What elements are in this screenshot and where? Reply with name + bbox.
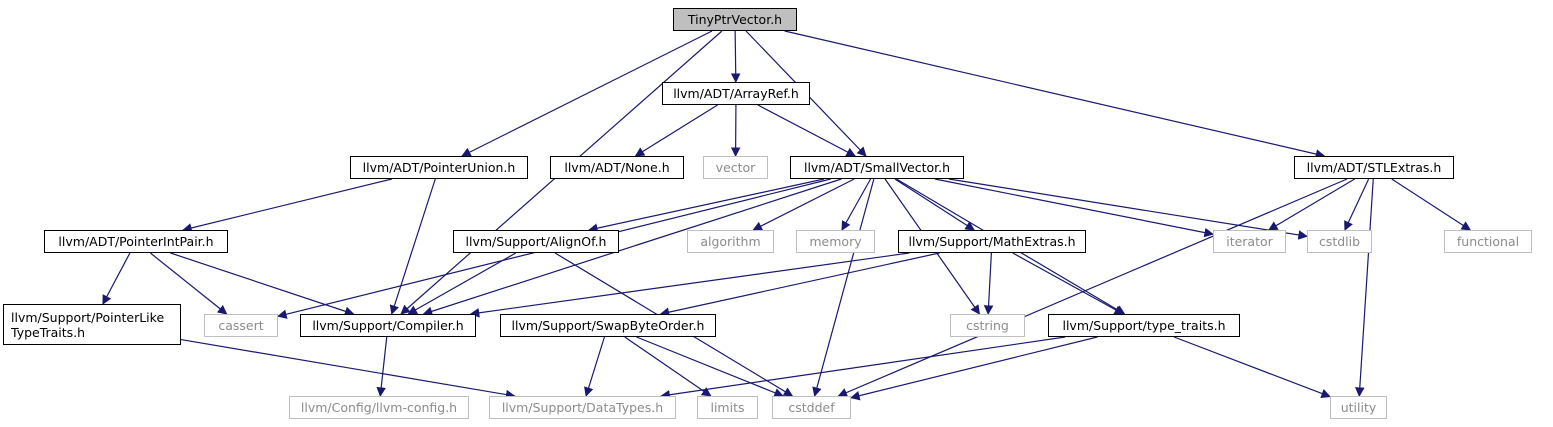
node-algorithm: algorithm <box>687 230 774 253</box>
node-utility: utility <box>1330 396 1387 419</box>
edge-smallvector-to-cstdlib <box>948 178 1308 240</box>
node-swapbyteorder[interactable]: llvm/Support/SwapByteOrder.h <box>500 314 716 337</box>
node-limits: limits <box>697 396 758 419</box>
edge-pointerintpair-to-cassert <box>150 252 228 315</box>
edge-pointerunion-to-pointerintpair <box>182 178 393 233</box>
node-memory: memory <box>796 230 875 253</box>
edge-mathextras-to-type_traits <box>1012 252 1125 315</box>
node-arrayref[interactable]: llvm/ADT/ArrayRef.h <box>662 82 810 105</box>
node-compiler[interactable]: llvm/Support/Compiler.h <box>300 314 476 337</box>
edge-compiler-to-llvmconfig <box>376 336 388 397</box>
edge-smallvector-to-algorithm <box>752 178 855 231</box>
edge-arrayref-to-smallvector <box>757 104 856 157</box>
node-pointerliketypetraits[interactable]: llvm/Support/PointerLike TypeTraits.h <box>3 304 181 345</box>
edge-pointerintpair-to-pointerliketypetraits <box>102 252 131 305</box>
node-cassert: cassert <box>204 314 278 337</box>
edge-mathextras-to-compiler <box>469 252 910 318</box>
edge-arrayref-to-none <box>634 104 718 157</box>
edge-stlextras-to-iterator <box>1268 178 1355 231</box>
edge-mathextras-to-cstring <box>983 252 994 315</box>
edge-smallvector-to-compiler <box>422 178 842 316</box>
edge-smallvector-to-alignof <box>588 178 825 233</box>
node-none[interactable]: llvm/ADT/None.h <box>550 156 684 179</box>
edge-type_traits-to-cstddef <box>850 336 1098 401</box>
edge-swapbyteorder-to-cstddef <box>636 336 784 398</box>
edge-stlextras-to-utility <box>1355 178 1374 397</box>
edge-tinyptrvector-to-stlextras <box>784 30 1326 159</box>
edge-mathextras-to-swapbyteorder <box>659 252 940 317</box>
edge-pointerunion-to-compiler <box>389 178 436 315</box>
node-iterator: iterator <box>1213 230 1286 253</box>
node-llvm-config: llvm/Config/llvm-config.h <box>289 396 469 419</box>
node-cstdlib: cstdlib <box>1307 230 1372 253</box>
edge-alignof-to-compiler <box>407 252 517 315</box>
node-functional: functional <box>1444 230 1532 253</box>
edge-smallvector-to-iterator <box>934 178 1214 238</box>
edge-type_traits-to-datatypes <box>660 336 1066 400</box>
node-datatypes: llvm/Support/DataTypes.h <box>489 396 676 419</box>
edge-stlextras-to-cstdlib <box>1344 178 1370 231</box>
node-vector: vector <box>703 156 768 179</box>
edge-pointerliketypetraits-to-datatypes <box>180 338 516 400</box>
node-alignof[interactable]: llvm/Support/AlignOf.h <box>453 230 619 253</box>
node-pointerintpair[interactable]: llvm/ADT/PointerIntPair.h <box>44 230 228 253</box>
edge-smallvector-to-mathextras <box>894 178 975 231</box>
edge-smallvector-to-cstddef <box>812 178 875 397</box>
node-pointerunion[interactable]: llvm/ADT/PointerUnion.h <box>350 156 528 179</box>
node-pointerliketypetraits-line2: TypeTraits.h <box>11 324 86 340</box>
edge-stlextras-to-functional <box>1391 178 1472 231</box>
node-mathextras[interactable]: llvm/Support/MathExtras.h <box>898 230 1086 253</box>
edge-swapbyteorder-to-limits <box>624 336 712 397</box>
edge-pointerintpair-to-compiler <box>170 252 355 316</box>
edge-stlextras-to-cstddef <box>837 178 1348 398</box>
node-type-traits[interactable]: llvm/Support/type_traits.h <box>1048 314 1240 337</box>
node-stlextras[interactable]: llvm/ADT/STLExtras.h <box>1294 156 1454 179</box>
node-cstddef: cstddef <box>772 396 851 419</box>
edge-smallvector-to-memory <box>841 178 872 231</box>
edge-type_traits-to-utility <box>1173 336 1331 399</box>
edge-tinyptrvector-to-pointerunion <box>461 30 713 157</box>
node-tinyptrvector: TinyPtrVector.h <box>673 8 797 31</box>
node-smallvector[interactable]: llvm/ADT/SmallVector.h <box>790 156 964 179</box>
edge-tinyptrvector-to-arrayref <box>730 30 741 83</box>
node-pointerliketypetraits-line1: llvm/Support/PointerLike <box>11 309 165 325</box>
edge-swapbyteorder-to-datatypes <box>584 336 605 397</box>
node-cstring: cstring <box>950 314 1025 337</box>
